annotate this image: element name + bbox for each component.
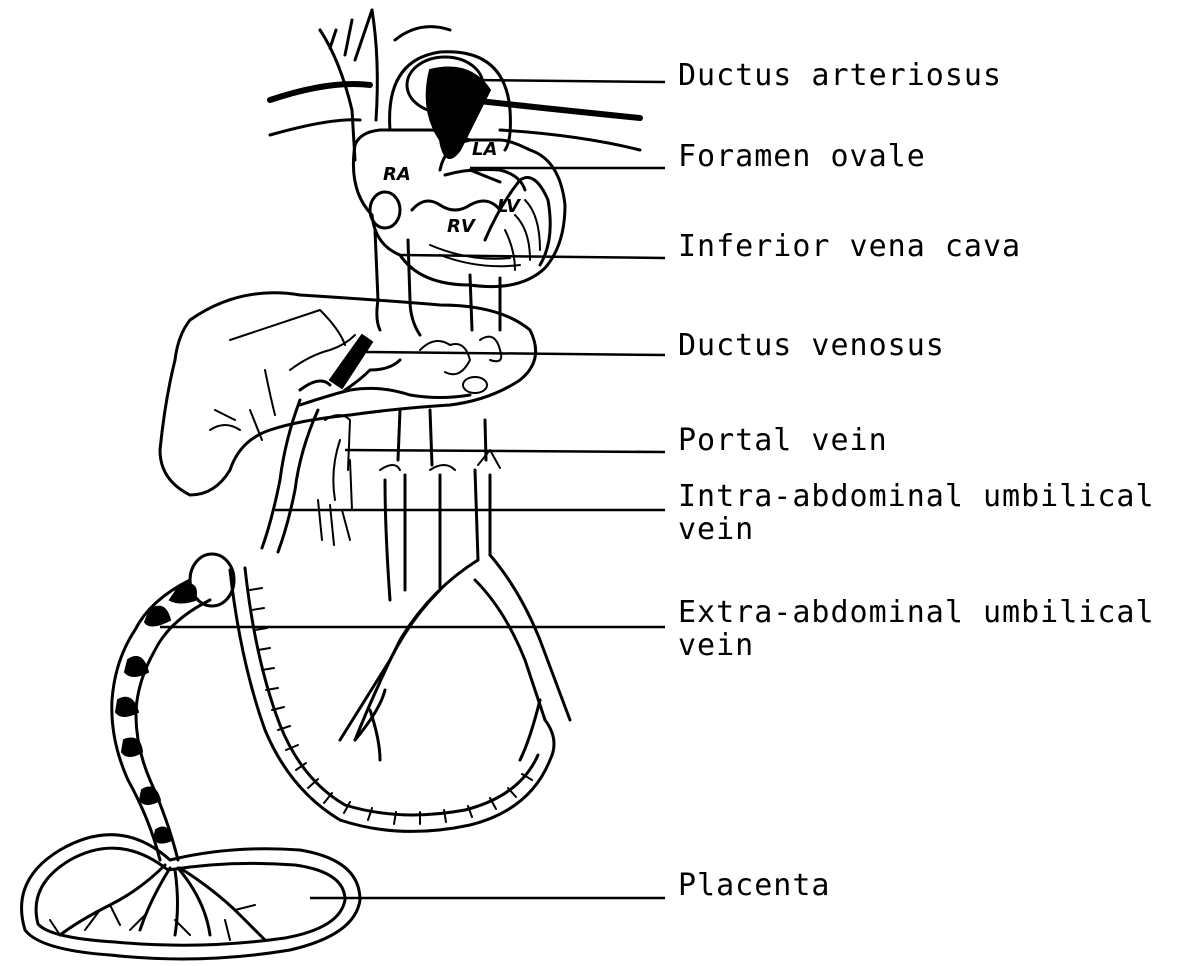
label-placenta: Placenta [678, 869, 831, 903]
label-foramen-ovale: Foramen ovale [678, 140, 926, 174]
intra-abdominal-umbilical-vein [190, 400, 318, 606]
umbilical-arteries [340, 470, 570, 760]
heart: RA LA RV LV [353, 130, 565, 287]
label-inferior-vena-cava: Inferior vena cava [678, 230, 1021, 264]
umbilical-cord-loop [230, 568, 554, 831]
label-portal-vein: Portal vein [678, 424, 888, 458]
chamber-label-ra: RA [383, 164, 411, 185]
portal-vein-structure [300, 388, 500, 545]
chamber-label-lv: LV [497, 196, 522, 217]
label-intra-abdominal-umbilical-vein-line1: Intra-abdominal umbilical [678, 480, 1155, 514]
leader-portal-vein [345, 450, 665, 452]
placenta-structure [22, 835, 360, 959]
leader-ductus-arteriosus [470, 80, 665, 82]
label-intra-abdominal-umbilical-vein-line2: vein [678, 513, 754, 547]
umbilical-cord [112, 580, 210, 860]
leader-ductus-venosus [365, 352, 665, 355]
ductus-venosus-structure [300, 335, 400, 390]
label-ductus-arteriosus: Ductus arteriosus [678, 59, 1002, 93]
label-extra-abdominal-umbilical-vein-line1: Extra-abdominal umbilical [678, 596, 1155, 630]
leader-inferior-vena-cava [400, 255, 665, 258]
chamber-label-la: LA [472, 139, 497, 160]
label-ductus-venosus: Ductus venosus [678, 329, 945, 363]
chamber-label-rv: RV [447, 216, 477, 237]
leader-lines [160, 80, 665, 898]
label-extra-abdominal-umbilical-vein-line2: vein [678, 629, 754, 663]
